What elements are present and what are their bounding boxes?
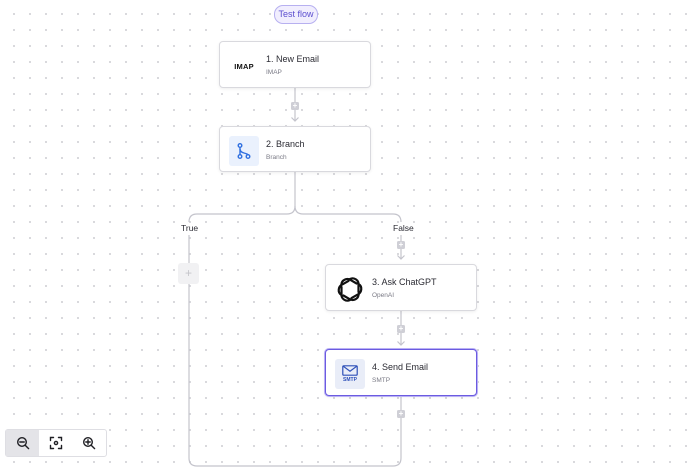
step-title: 1. New Email (266, 54, 320, 64)
step-title: 4. Send Email (372, 362, 429, 372)
branch-icon (229, 136, 259, 166)
zoom-in-button[interactable] (73, 430, 106, 456)
zoom-out-icon (16, 436, 29, 450)
add-step-placeholder[interactable]: + (178, 263, 199, 284)
add-step-button[interactable]: + (397, 324, 405, 333)
fit-view-icon (49, 436, 63, 450)
zoom-controls (5, 429, 107, 457)
imap-logo-icon: IMAP (234, 61, 254, 71)
test-flow-button[interactable]: Test flow (274, 5, 318, 24)
branch-label-false: False (393, 223, 414, 233)
fit-view-button[interactable] (39, 430, 72, 456)
step-title: 2. Branch (266, 139, 305, 149)
step-node-branch[interactable]: 2. Branch Branch (219, 126, 371, 172)
zoom-in-icon (83, 436, 96, 450)
step-subtitle: OpenAI (372, 292, 395, 299)
step-node-new-email[interactable]: IMAP 1. New Email IMAP (219, 41, 371, 88)
step-node-ask-chatgpt[interactable]: 3. Ask ChatGPT OpenAI (325, 264, 477, 311)
branch-label-true: True (181, 223, 199, 233)
step-subtitle: SMTP (372, 377, 391, 384)
step-node-send-email[interactable]: SMTP 4. Send Email SMTP (325, 349, 477, 396)
openai-logo-icon (335, 274, 365, 304)
step-subtitle: Branch (266, 154, 287, 161)
add-step-button[interactable]: + (397, 409, 405, 418)
step-subtitle: IMAP (266, 69, 282, 76)
add-step-button[interactable]: + (397, 240, 405, 249)
add-step-button[interactable]: + (291, 101, 299, 110)
step-title: 3. Ask ChatGPT (372, 277, 437, 287)
smtp-mail-icon: SMTP (335, 359, 365, 389)
zoom-out-button[interactable] (6, 430, 40, 456)
